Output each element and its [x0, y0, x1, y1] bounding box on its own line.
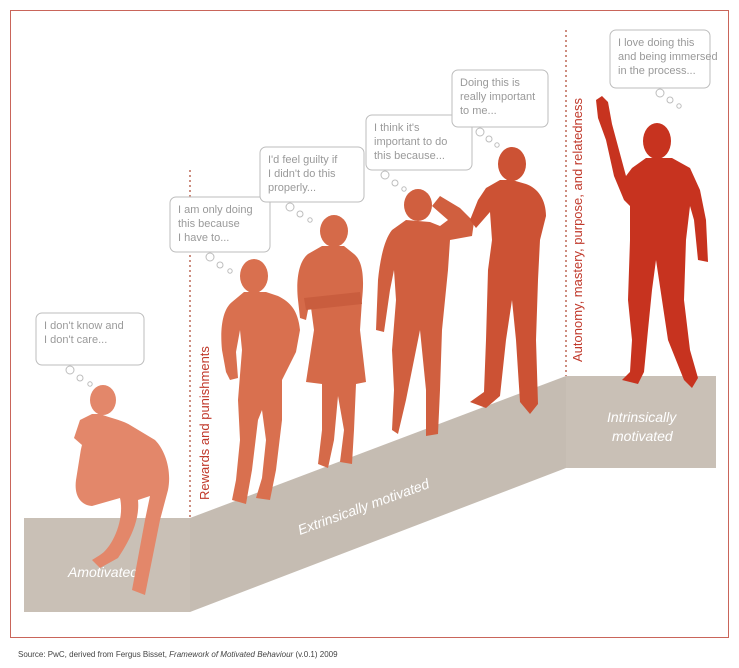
bubble-tail-dot [380, 170, 390, 180]
source-note: Source: PwC, derived from Fergus Bisset,… [18, 650, 338, 659]
bubble-box [35, 312, 145, 366]
stage-intrinsic-1: Intrinsically [607, 409, 677, 425]
thought-bubble-2: I am only doing this because I have to... [169, 196, 271, 274]
source-title: Framework of Motivated Behaviour [169, 650, 294, 659]
thought-bubble-3: I'd feel guilty if I didn't do this proper… [259, 146, 365, 223]
figure-important [376, 189, 474, 436]
bubble-text-line: Doing this is [460, 77, 520, 89]
bubble-tail-dot [76, 374, 84, 382]
bubble-text-line: I don't care... [44, 334, 107, 346]
figure-intrinsic [596, 96, 708, 388]
bubble-box [609, 29, 711, 89]
figure-guilt [297, 215, 366, 468]
bubble-text-line: this because [178, 218, 240, 230]
bubble-tail-dot [666, 96, 674, 104]
source-prefix: Source: PwC, derived from Fergus Bisset, [18, 650, 170, 659]
bubble-text-line: I didn't do this [268, 168, 336, 180]
bubble-tail-dot [87, 381, 93, 387]
bubble-text-line: important to do [374, 136, 447, 148]
bubble-tail-dot [216, 261, 224, 269]
bubble-box [365, 114, 473, 171]
platform-intrinsic [566, 376, 716, 468]
thought-bubbles: I don't know and I don't care... I am only… [35, 29, 718, 387]
bubble-tail-dot [391, 179, 399, 187]
bubble-text-line: really important [460, 91, 535, 103]
stage-intrinsic-2: motivated [612, 428, 674, 444]
bubble-text-line: I'd feel guilty if [268, 154, 338, 166]
figure-rewards [221, 259, 300, 504]
bubble-tail-dot [205, 252, 215, 262]
bubble-tail-dot [655, 88, 665, 98]
bubble-tail-dot [296, 210, 304, 218]
bubble-text-line: to me... [460, 105, 497, 117]
thought-bubble-6: I love doing this and being immersed in th… [609, 29, 718, 109]
thought-bubble-5: Doing this is really important to me... [451, 69, 549, 148]
bubble-text-line: I love doing this [618, 37, 695, 49]
bubble-text-line: I think it's [374, 122, 420, 134]
bubble-tail-dot [485, 135, 493, 143]
bubble-text-line: I have to... [178, 232, 229, 244]
bubble-tail-dot [285, 202, 295, 212]
bubble-tail-dot [475, 127, 485, 137]
stage-amotivated: Amotivated [67, 564, 139, 580]
bubble-box [451, 69, 549, 128]
bubble-box [259, 146, 365, 203]
source-suffix: (v.0.1) 2009 [293, 650, 338, 659]
bubble-text-line: in the process... [618, 65, 696, 77]
bubble-tail-dot [494, 142, 500, 148]
bubble-tail-dot [227, 268, 233, 274]
thought-bubble-4: I think it's important to do this because.… [365, 114, 473, 192]
bubble-text-line: I am only doing [178, 204, 253, 216]
bubble-tail-dot [401, 186, 407, 192]
bubble-text-line: I don't know and [44, 320, 124, 332]
bubble-tail-dot [65, 365, 75, 375]
figure-amotivated [74, 385, 170, 595]
bubble-text-line: properly... [268, 182, 316, 194]
label-rewards-punishments: Rewards and punishments [197, 346, 212, 500]
label-autonomy: Autonomy, mastery, purpose, and relatedn… [570, 98, 585, 362]
platform-extrinsic [190, 376, 566, 612]
thought-bubble-1: I don't know and I don't care... [35, 312, 145, 387]
figure-really-important [470, 147, 546, 414]
bubble-text-line: this because... [374, 150, 445, 162]
bubble-tail-dot [676, 103, 682, 109]
bubble-tail-dot [307, 217, 313, 223]
frame-border [10, 10, 729, 638]
bubble-text-line: and being immersed [618, 51, 718, 63]
bubble-box [169, 196, 271, 253]
